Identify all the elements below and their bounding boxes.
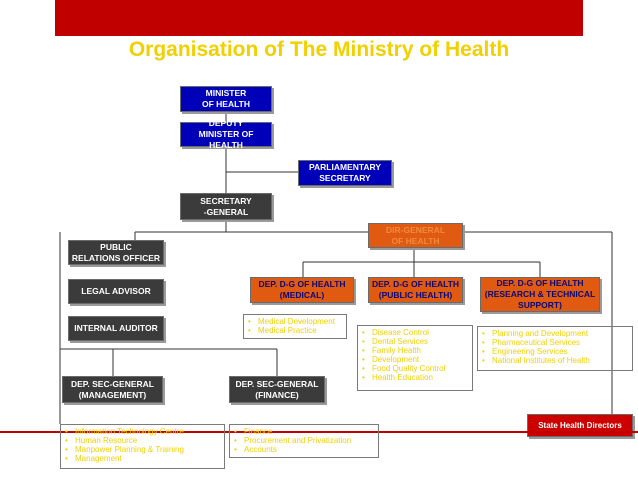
minister-box: MINISTER OF HEALTH: [180, 86, 272, 112]
list-item: Food Quality Control: [362, 364, 468, 373]
list-item: National Institutes of Health: [482, 356, 628, 365]
finance-division-list: Finance Procurement and Privatization Ac…: [229, 424, 379, 458]
list-item: Health Education: [362, 373, 468, 382]
deputy-minister-box: DEPUTY MINISTER OF HEALTH: [180, 118, 272, 150]
list-item: Human Resource: [65, 436, 220, 445]
secretary-general-box: SECRETARY -GENERAL: [180, 193, 272, 220]
list-item: Disease Control: [362, 328, 468, 337]
list-item: Manpower Planning & Training: [65, 445, 220, 454]
list-item: Finance: [234, 427, 374, 436]
list-item: Planning and Development: [482, 329, 628, 338]
internal-auditor-box: INTERNAL AUDITOR: [68, 316, 164, 341]
legal-advisor-box: LEGAL ADVISOR: [68, 279, 164, 304]
list-item: Engineering Services: [482, 347, 628, 356]
list-item: Information Technology Centre: [65, 427, 220, 436]
parliamentary-secretary-box: PARLIAMENTARY SECRETARY: [298, 160, 392, 186]
list-item: Pharmaceutical Services: [482, 338, 628, 347]
list-item: Family Health: [362, 346, 468, 355]
ddg-research-box: DEP. D-G OF HEALTH (RESEARCH & TECHNICAL…: [480, 277, 600, 312]
ddg-public-health-box: DEP. D-G OF HEALTH (PUBLIC HEALTH): [368, 277, 463, 303]
management-division-list: Information Technology Centre Human Reso…: [60, 424, 225, 469]
header-banner: [55, 0, 583, 36]
research-division-list: Planning and Development Pharmaceutical …: [477, 326, 633, 371]
list-item: Dental Services: [362, 337, 468, 346]
list-item: Accounts: [234, 445, 374, 454]
chart-title: Organisation of The Ministry of Health: [128, 38, 510, 61]
director-general-box: DIR-GENERAL OF HEALTH: [368, 223, 463, 248]
list-item: Medical Development: [248, 317, 342, 326]
state-health-directors-box: State Health Directors: [527, 414, 633, 437]
medical-division-list: Medical Development Medical Practice: [243, 314, 347, 339]
public-health-division-list: Disease Control Dental Services Family H…: [357, 325, 473, 391]
dsg-management-box: DEP. SEC-GENERAL (MANAGEMENT): [62, 376, 163, 403]
list-item: Development: [362, 355, 468, 364]
dsg-finance-box: DEP. SEC-GENERAL (FINANCE): [229, 376, 325, 403]
list-item: Procurement and Privatization: [234, 436, 374, 445]
list-item: Management: [65, 454, 220, 463]
public-relations-officer-box: PUBLIC RELATIONS OFFICER: [68, 240, 164, 265]
ddg-medical-box: DEP. D-G OF HEALTH (MEDICAL): [250, 277, 354, 303]
list-item: Medical Practice: [248, 326, 342, 335]
